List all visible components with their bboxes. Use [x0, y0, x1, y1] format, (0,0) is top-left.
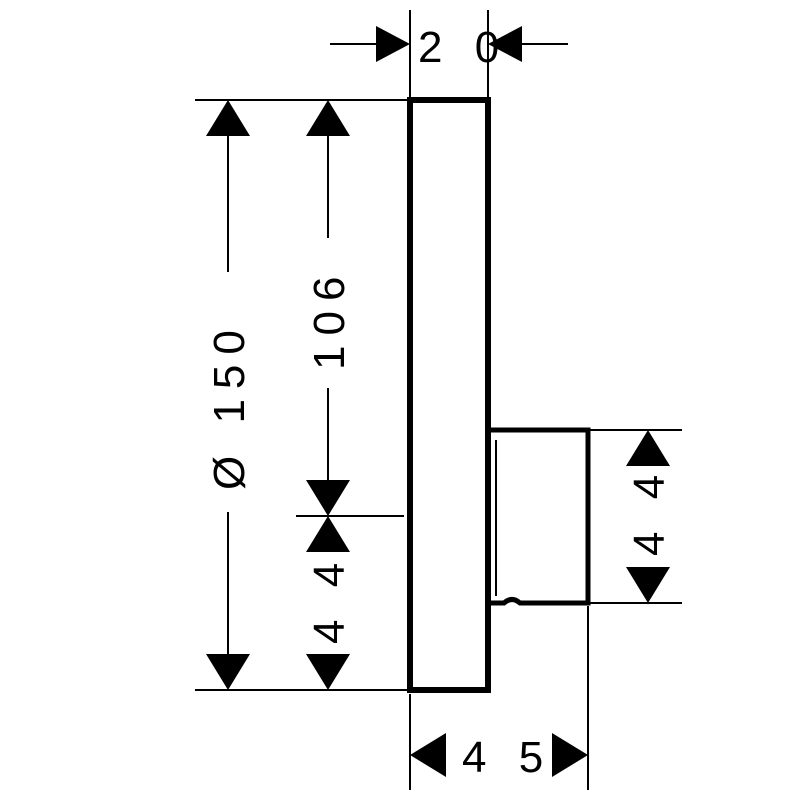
dim-depth: 4 5	[410, 733, 588, 782]
extension-lines	[195, 10, 682, 790]
dim-top-width-label: 2 0	[418, 23, 509, 72]
dim-upper-height-label: 106	[305, 267, 354, 370]
dim-right-height: 4 4	[625, 430, 674, 603]
dim-depth-label: 4 5	[462, 733, 553, 782]
dim-diameter-label: Ø 150	[205, 320, 254, 490]
dim-right-height-label: 4 4	[625, 465, 674, 556]
dim-lower-left-height-label: 4 4	[305, 553, 354, 644]
dim-lower-left-height: 4 4	[305, 516, 354, 690]
dim-diameter: Ø 150	[205, 100, 254, 690]
dim-upper-height: 106	[305, 100, 354, 516]
plate-body	[407, 97, 491, 693]
dim-top-width: 2 0	[330, 23, 568, 72]
spindle-body	[490, 427, 591, 606]
